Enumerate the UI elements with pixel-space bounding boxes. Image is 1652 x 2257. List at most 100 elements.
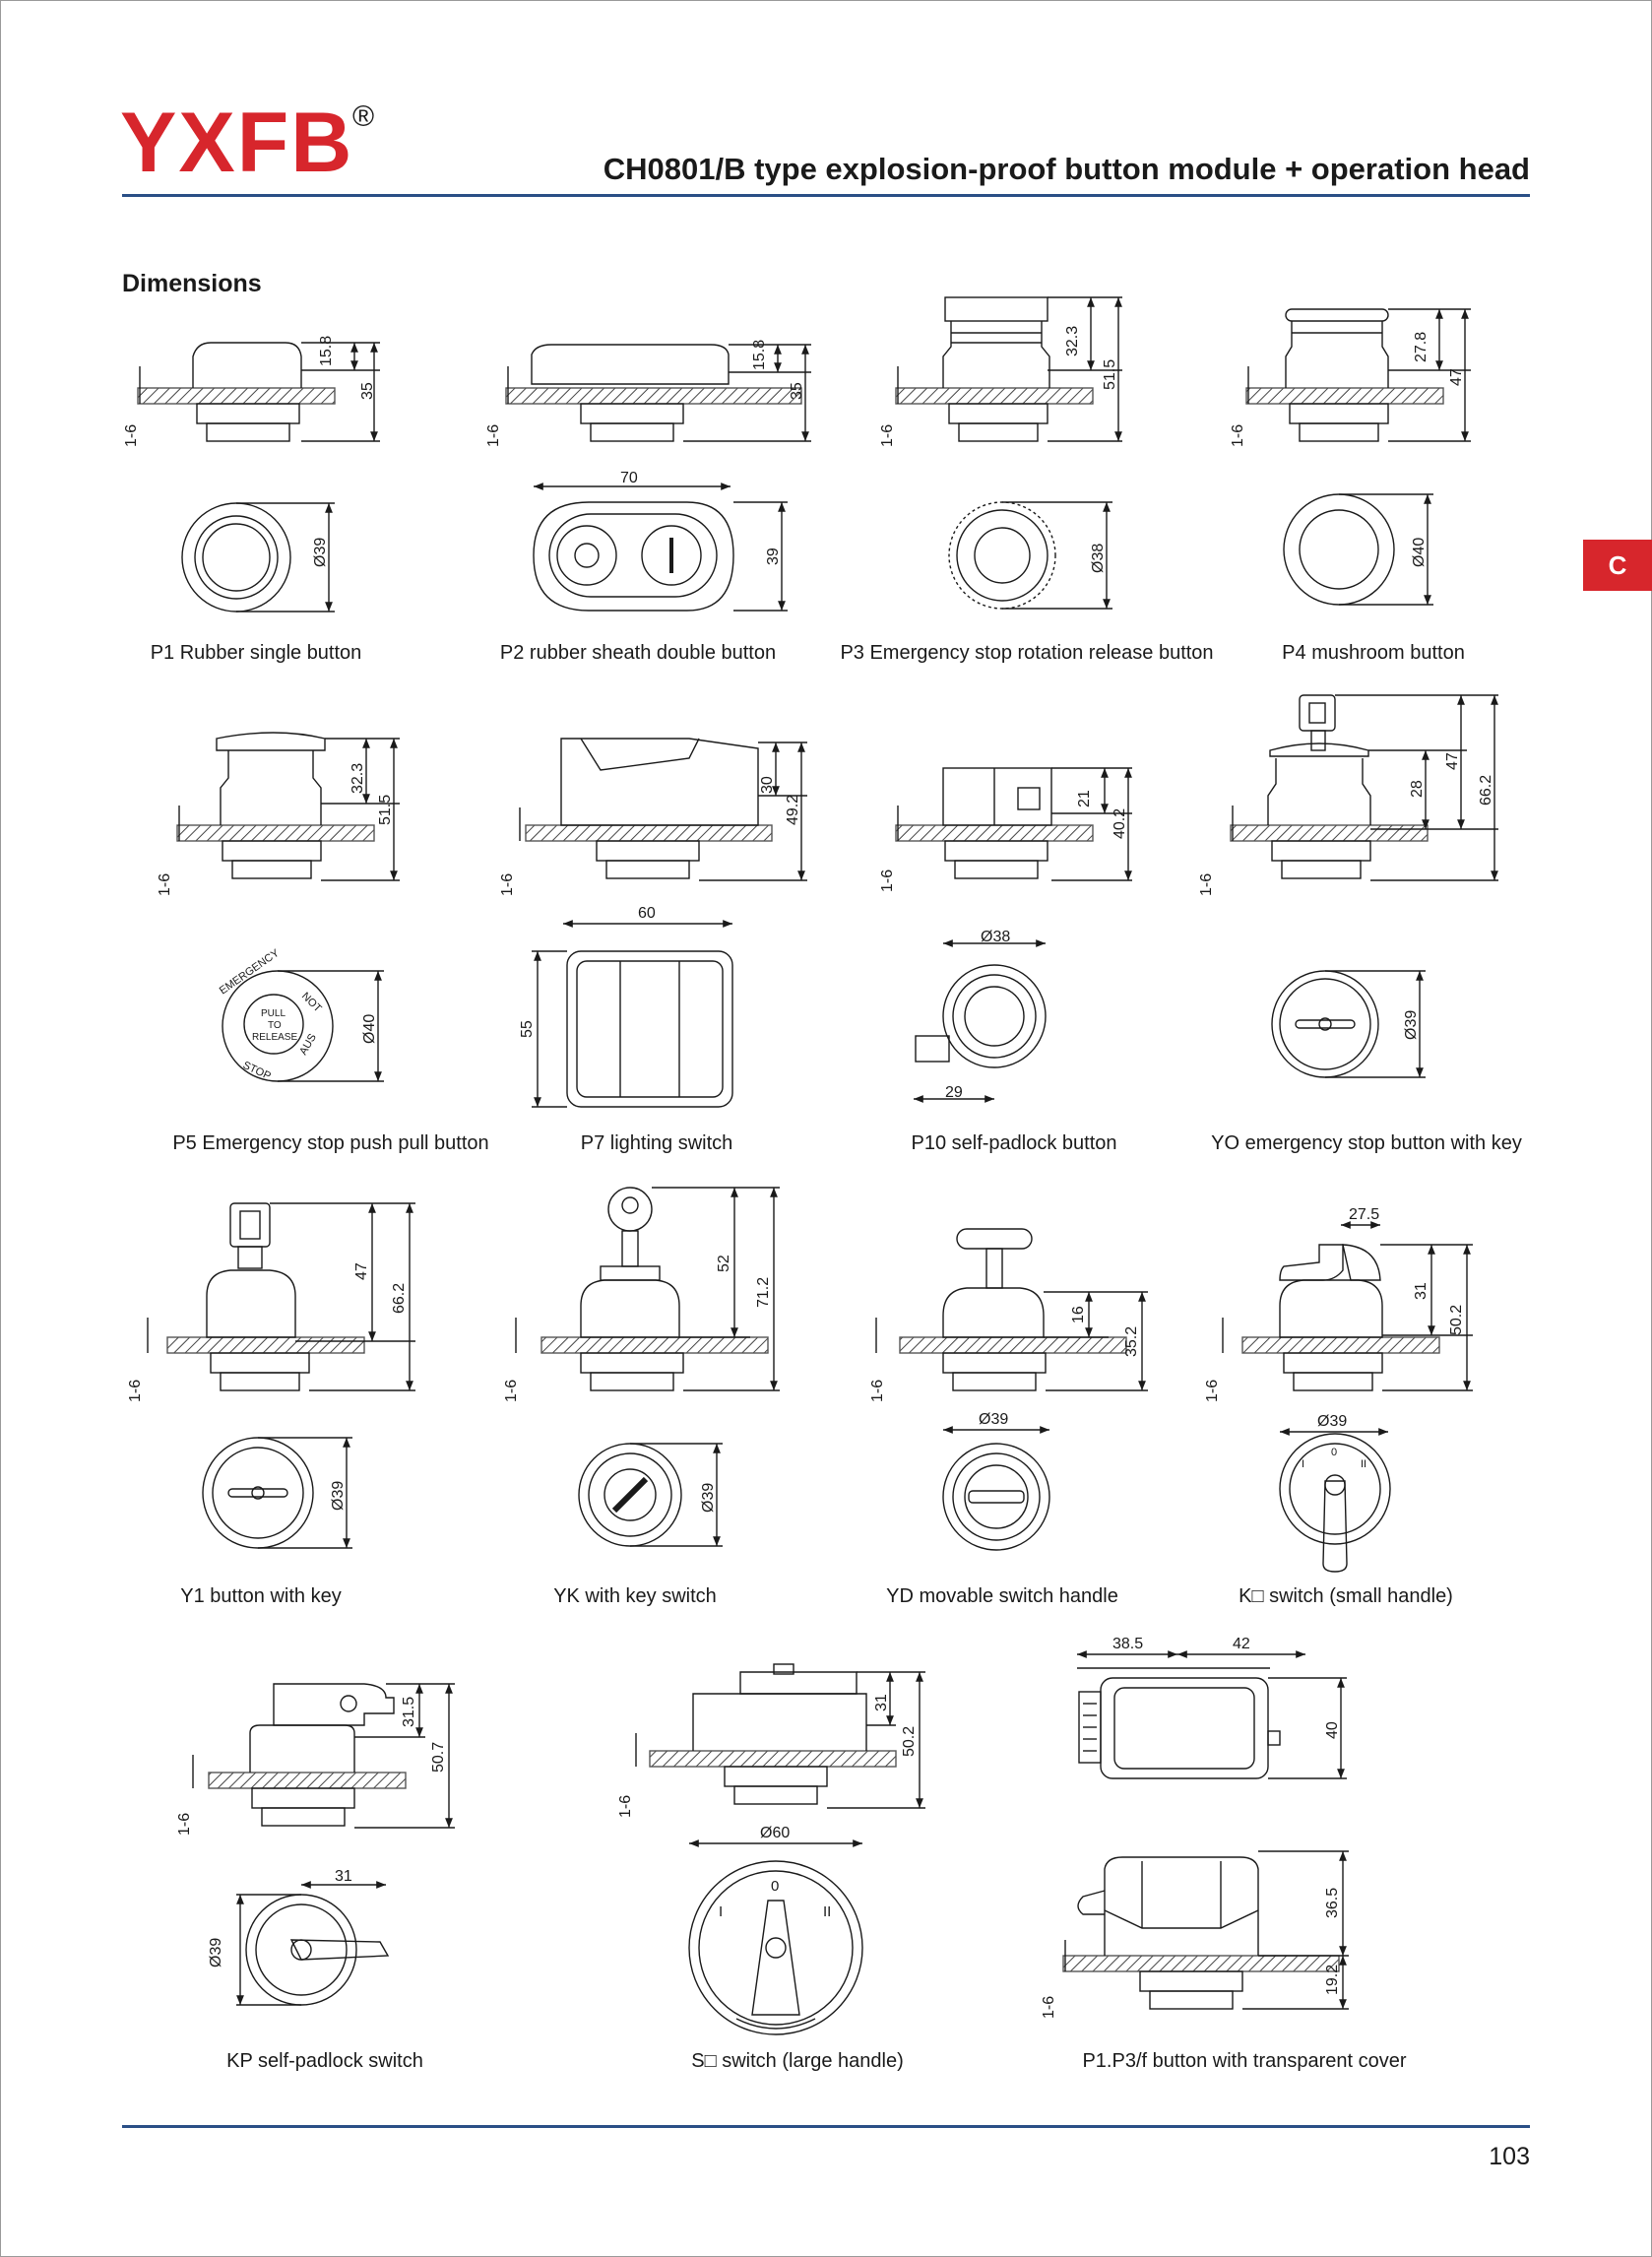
f-dim-a: 36.5: [1324, 1888, 1341, 1918]
s-mark-two: II: [823, 1903, 831, 1920]
s-mark-one: I: [719, 1903, 723, 1920]
p1-dim-height: 35: [359, 382, 376, 400]
caption-p3: P3 Emergency stop rotation release butto…: [840, 642, 1214, 664]
kp-side-view: [192, 1683, 455, 1829]
p2-dim-height: 35: [789, 382, 805, 400]
p3-dim-thickness: 1-6: [879, 424, 896, 447]
p7-top-view: [532, 920, 733, 1108]
p3-side-view: [895, 296, 1122, 442]
p10-dim-top: 21: [1076, 790, 1093, 807]
p5-side-view: [176, 732, 400, 881]
yo-side-view: [1230, 694, 1498, 881]
f-dim-width-2: 42: [1233, 1636, 1250, 1652]
y1-dim-a: 47: [353, 1262, 370, 1280]
p3-dim-height: 51.5: [1102, 359, 1118, 390]
yk-dim-b: 71.2: [755, 1277, 772, 1308]
header-rule: [122, 194, 1530, 197]
p1-dim-diameter: Ø39: [312, 538, 329, 567]
p4-dim-height: 47: [1448, 368, 1465, 386]
yo-top-view: [1271, 970, 1426, 1078]
yd-dim-b: 35.2: [1123, 1326, 1140, 1357]
p5-stamp-release: RELEASE: [252, 1032, 297, 1043]
p4-side-view: [1245, 308, 1471, 442]
p7-dim-depth: 55: [519, 1020, 536, 1038]
registered-mark: ®: [352, 100, 375, 133]
caption-yd: YD movable switch handle: [886, 1585, 1118, 1607]
s-mark-zero: 0: [771, 1878, 779, 1895]
section-heading: Dimensions: [122, 270, 262, 297]
p4-top-view: [1283, 493, 1433, 606]
p7-dim-top: 30: [759, 776, 776, 794]
p4-dim-top: 27.8: [1413, 332, 1430, 362]
y1-dim-thickness: 1-6: [127, 1380, 144, 1402]
p7-dim-height: 49.2: [785, 795, 801, 825]
p2-dim-width: 70: [620, 470, 638, 486]
yo-dim-thickness: 1-6: [1198, 873, 1215, 896]
kp-dim-diameter: Ø39: [208, 1938, 224, 1967]
yo-dim-a: 28: [1409, 780, 1426, 798]
yxfb-logo: YXFB: [120, 96, 354, 190]
yo-dim-b: 47: [1444, 752, 1461, 770]
yk-dim-diameter: Ø39: [700, 1483, 717, 1513]
y1-dim-diameter: Ø39: [330, 1481, 347, 1511]
p2-dim-top: 15.8: [751, 340, 768, 370]
p7-side-view: [519, 738, 807, 881]
p1-top-view: [181, 502, 335, 613]
p10-dim-offset: 29: [945, 1084, 963, 1101]
p1p3f-top-view: [1077, 1650, 1347, 1779]
footer-rule: [122, 2125, 1530, 2128]
caption-p2: P2 rubber sheath double button: [499, 642, 777, 664]
caption-p10: P10 self-padlock button: [911, 1132, 1117, 1154]
caption-yk: YK with key switch: [553, 1585, 717, 1607]
k-dim-width: 27.5: [1349, 1206, 1379, 1223]
s-dim-a: 31: [873, 1694, 890, 1711]
f-dim-height: 40: [1324, 1721, 1341, 1739]
kp-dim-b: 50.7: [430, 1742, 447, 1773]
p7-dim-width: 60: [638, 905, 656, 922]
yk-top-view: [578, 1443, 723, 1547]
caption-yo: YO emergency stop button with key: [1211, 1132, 1522, 1154]
caption-kp: KP self-padlock switch: [226, 2050, 423, 2072]
yk-dim-thickness: 1-6: [503, 1380, 520, 1402]
p5-stamp-not: NOT: [299, 991, 324, 1015]
k-dim-diameter: Ø39: [1317, 1413, 1347, 1430]
yk-dim-a: 52: [716, 1255, 732, 1272]
s-side-view: [635, 1663, 925, 1809]
p5-stamp-pull: PULL: [261, 1008, 286, 1019]
s-top-view: [688, 1839, 863, 2035]
yd-dim-a: 16: [1070, 1306, 1087, 1323]
p3-top-view: [948, 501, 1112, 610]
y1-top-view: [202, 1437, 352, 1549]
k-side-view: [1222, 1221, 1473, 1391]
caption-p1p3f: P1.P3/f button with transparent cover: [1082, 2050, 1407, 2072]
section-tab[interactable]: C: [1583, 540, 1652, 591]
yd-side-view: [875, 1228, 1148, 1391]
k-dim-b: 50.2: [1448, 1305, 1465, 1335]
s-dim-diameter: Ø60: [760, 1825, 790, 1841]
p3-dim-diameter: Ø38: [1090, 544, 1107, 573]
p3-dim-top: 32.3: [1064, 326, 1081, 356]
p10-side-view: [895, 767, 1132, 881]
p5-stamp-to: TO: [268, 1020, 282, 1031]
k-mark-one: I: [1302, 1458, 1304, 1470]
f-dim-thickness: 1-6: [1041, 1996, 1057, 2019]
p5-dim-height: 51.5: [377, 795, 394, 825]
k-mark-two: II: [1361, 1458, 1366, 1470]
kp-dim-width: 31: [335, 1868, 352, 1885]
k-dim-thickness: 1-6: [1204, 1380, 1221, 1402]
kp-dim-thickness: 1-6: [176, 1813, 193, 1836]
p1-side-view: [137, 342, 380, 442]
s-dim-b: 50.2: [901, 1726, 918, 1757]
p2-side-view: [505, 344, 811, 442]
p10-dim-diameter: Ø38: [981, 929, 1010, 945]
p5-dim-thickness: 1-6: [157, 873, 173, 896]
p2-top-view: [533, 483, 788, 612]
kp-dim-a: 31.5: [401, 1697, 417, 1727]
caption-p7: P7 lighting switch: [580, 1132, 733, 1154]
caption-y1: Y1 button with key: [180, 1585, 342, 1607]
p10-dim-thickness: 1-6: [879, 870, 896, 892]
p10-top-view: [914, 939, 1047, 1103]
p5-stamp-emergency: EMERGENCY: [218, 947, 283, 998]
p5-stamp-stop: STOP: [241, 1060, 273, 1082]
